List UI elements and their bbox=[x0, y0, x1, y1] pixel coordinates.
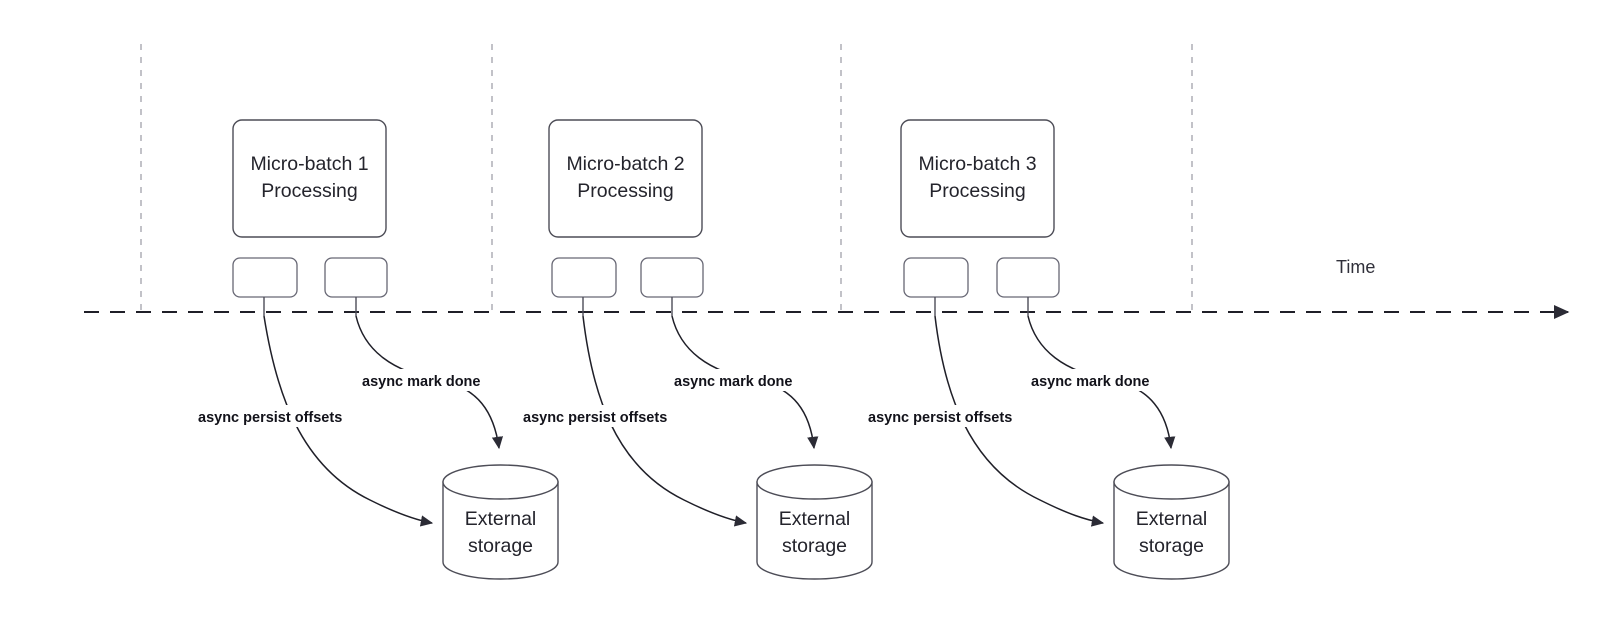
micro-batch-2-mark-done-label: async mark done bbox=[674, 374, 792, 390]
external-storage-3-label-line1: External bbox=[1136, 508, 1208, 530]
micro-batch-1-persist-offsets-arrow bbox=[263, 315, 434, 527]
micro-batch-3-persist-label-bg bbox=[866, 405, 1042, 427]
micro-batch-3-task-box-b[interactable] bbox=[996, 257, 1060, 298]
micro-batch-3-mark-done-label: async mark done bbox=[1031, 374, 1149, 390]
micro-batch-1-task-box-a[interactable] bbox=[232, 257, 298, 298]
micro-batch-group-3: Micro-batch 3 Processing External storag… bbox=[866, 119, 1230, 580]
micro-batch-1-mark-done-label: async mark done bbox=[362, 374, 480, 390]
micro-batch-3-mark-done-label-bg bbox=[1029, 369, 1171, 391]
micro-batch-1-label-line1: Micro-batch 1 bbox=[250, 153, 368, 175]
micro-batch-2-task-box-a[interactable] bbox=[551, 257, 617, 298]
micro-batch-3-label-line2: Processing bbox=[929, 180, 1025, 202]
external-storage-3[interactable]: External storage bbox=[1113, 464, 1230, 580]
time-axis-label: Time bbox=[1336, 257, 1375, 277]
micro-batch-3-persist-offsets-arrow bbox=[934, 315, 1105, 527]
external-storage-3-label-line2: storage bbox=[1139, 535, 1204, 557]
micro-batch-1-label-line2: Processing bbox=[261, 180, 357, 202]
micro-batch-1-task-box-b[interactable] bbox=[324, 257, 388, 298]
micro-batch-3-task-box-a[interactable] bbox=[903, 257, 969, 298]
micro-batch-1-box[interactable] bbox=[232, 119, 387, 238]
external-storage-2[interactable]: External storage bbox=[756, 464, 873, 580]
micro-batch-1-persist-label-bg bbox=[196, 405, 372, 427]
micro-batch-2-mark-done-label-bg bbox=[672, 369, 814, 391]
micro-batch-2-persist-label-bg bbox=[521, 405, 697, 427]
micro-batch-group-1: Micro-batch 1 Processing External storag… bbox=[196, 119, 559, 580]
micro-batch-2-label-line1: Micro-batch 2 bbox=[566, 153, 684, 175]
external-storage-1-label-line1: External bbox=[465, 508, 537, 530]
external-storage-1[interactable]: External storage bbox=[442, 464, 559, 580]
time-axis: Time bbox=[84, 257, 1570, 319]
external-storage-1-label-line2: storage bbox=[468, 535, 533, 557]
micro-batch-group-2: Micro-batch 2 Processing External storag… bbox=[521, 119, 873, 580]
micro-batch-3-label-line1: Micro-batch 3 bbox=[918, 153, 1036, 175]
micro-batch-2-task-box-b[interactable] bbox=[640, 257, 704, 298]
micro-batch-2-persist-offsets-arrow bbox=[582, 315, 748, 527]
micro-batch-3-persist-offsets-label: async persist offsets bbox=[868, 410, 1012, 426]
external-storage-2-label-line1: External bbox=[779, 508, 851, 530]
micro-batch-1-persist-offsets-label: async persist offsets bbox=[198, 410, 342, 426]
micro-batch-1-mark-done-label-bg bbox=[360, 369, 502, 391]
micro-batch-3-box[interactable] bbox=[900, 119, 1055, 238]
micro-batch-2-label-line2: Processing bbox=[577, 180, 673, 202]
micro-batch-2-box[interactable] bbox=[548, 119, 703, 238]
period-dividers bbox=[140, 44, 1193, 312]
micro-batch-2-persist-offsets-label: async persist offsets bbox=[523, 410, 667, 426]
external-storage-2-label-line2: storage bbox=[782, 535, 847, 557]
